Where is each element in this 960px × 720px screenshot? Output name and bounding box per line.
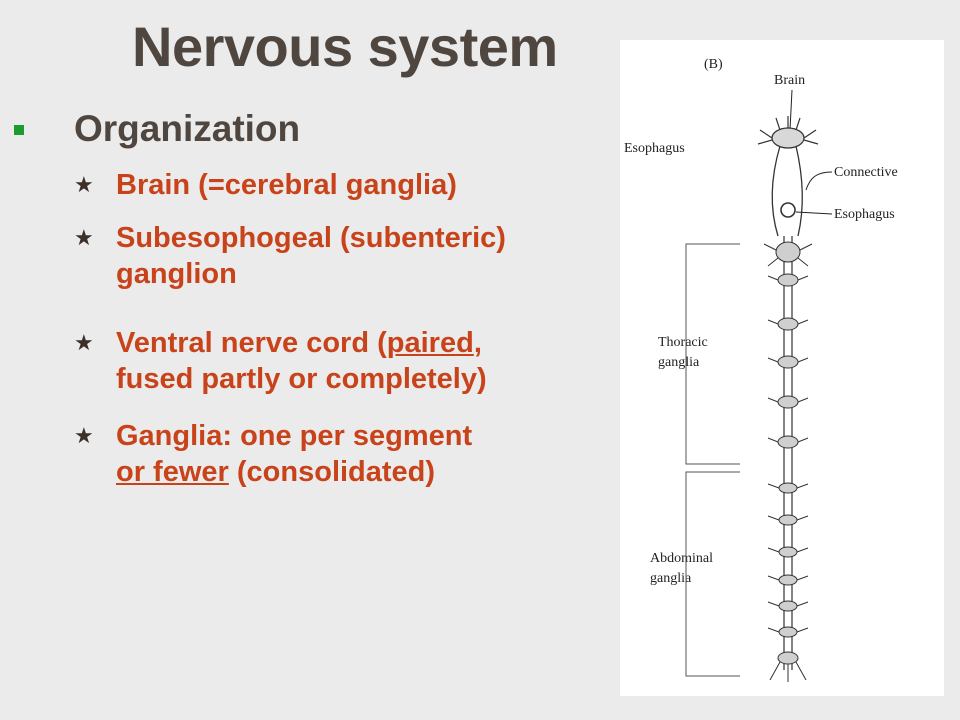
thoracic-bracket	[685, 243, 740, 465]
brain-pointer-line	[789, 89, 793, 131]
abdominal-bracket	[685, 471, 740, 677]
subitem-subesophageal: ★ Subesophogeal (subenteric) ganglion	[74, 220, 506, 292]
subesophageal-ganglion	[763, 241, 813, 267]
line-text: Ventral nerve cord (	[116, 327, 387, 359]
terminal-ganglion	[769, 651, 807, 682]
label-connective: Connective	[834, 165, 898, 180]
subitem-line: or fewer (consolidated)	[116, 454, 472, 490]
subitem-line: fused partly or completely)	[116, 361, 487, 397]
nerve-cord	[783, 236, 793, 670]
main-bullet-text: Organization	[74, 108, 301, 149]
label-abdominal-2: ganglia	[650, 571, 692, 586]
ganglia-chain	[763, 241, 813, 682]
label-esophagus-right: Esophagus	[834, 207, 895, 222]
connective-pointer-line	[805, 171, 833, 191]
subitem-line: ganglion	[116, 256, 506, 292]
underlined-text: or fewer	[116, 456, 229, 488]
line-text: Ganglia: one per segment	[116, 420, 473, 452]
subitem-line: Subesophogeal (subenteric)	[116, 220, 506, 256]
line-text: Brain (=cerebral ganglia)	[116, 169, 457, 201]
line-text: fused partly or completely)	[116, 363, 487, 395]
line-text: (consolidated)	[228, 456, 436, 488]
slide-title: Nervous system	[132, 15, 558, 78]
label-thoracic-1: Thoracic	[658, 335, 708, 350]
connectives	[771, 145, 803, 237]
star-bullet-icon: ★	[74, 423, 94, 448]
brain-ganglion	[757, 116, 819, 149]
subitem-brain: ★ Brain (=cerebral ganglia)	[74, 167, 457, 203]
underlined-text: paired	[386, 327, 474, 359]
main-bullet: Organization	[14, 108, 300, 150]
star-bullet-icon: ★	[74, 225, 94, 250]
line-text: ganglion	[116, 258, 237, 290]
label-thoracic-2: ganglia	[658, 355, 700, 370]
line-text: Subesophogeal (subenteric)	[116, 222, 506, 254]
star-bullet-icon: ★	[74, 330, 94, 355]
nervous-system-figure: (B) Brain Esophagus Connective Esophagus…	[620, 40, 944, 696]
star-bullet-icon: ★	[74, 172, 94, 197]
line-text: ,	[473, 327, 482, 359]
label-brain: Brain	[774, 73, 805, 88]
label-abdominal-1: Abdominal	[650, 551, 713, 566]
subitem-ganglia: ★ Ganglia: one per segment or fewer (con…	[74, 418, 472, 490]
label-esophagus-left: Esophagus	[624, 141, 685, 156]
subitem-line: Ganglia: one per segment	[116, 418, 472, 454]
subitem-line: Brain (=cerebral ganglia)	[116, 167, 457, 203]
subitem-line: Ventral nerve cord (paired,	[116, 325, 487, 361]
subitem-ventral-nerve-cord: ★ Ventral nerve cord (paired, fused part…	[74, 325, 487, 397]
panel-label: (B)	[704, 57, 723, 72]
ventral-nerve-cord-diagram: (B) Brain Esophagus Connective Esophagus…	[624, 57, 898, 682]
square-bullet-icon	[14, 125, 24, 135]
